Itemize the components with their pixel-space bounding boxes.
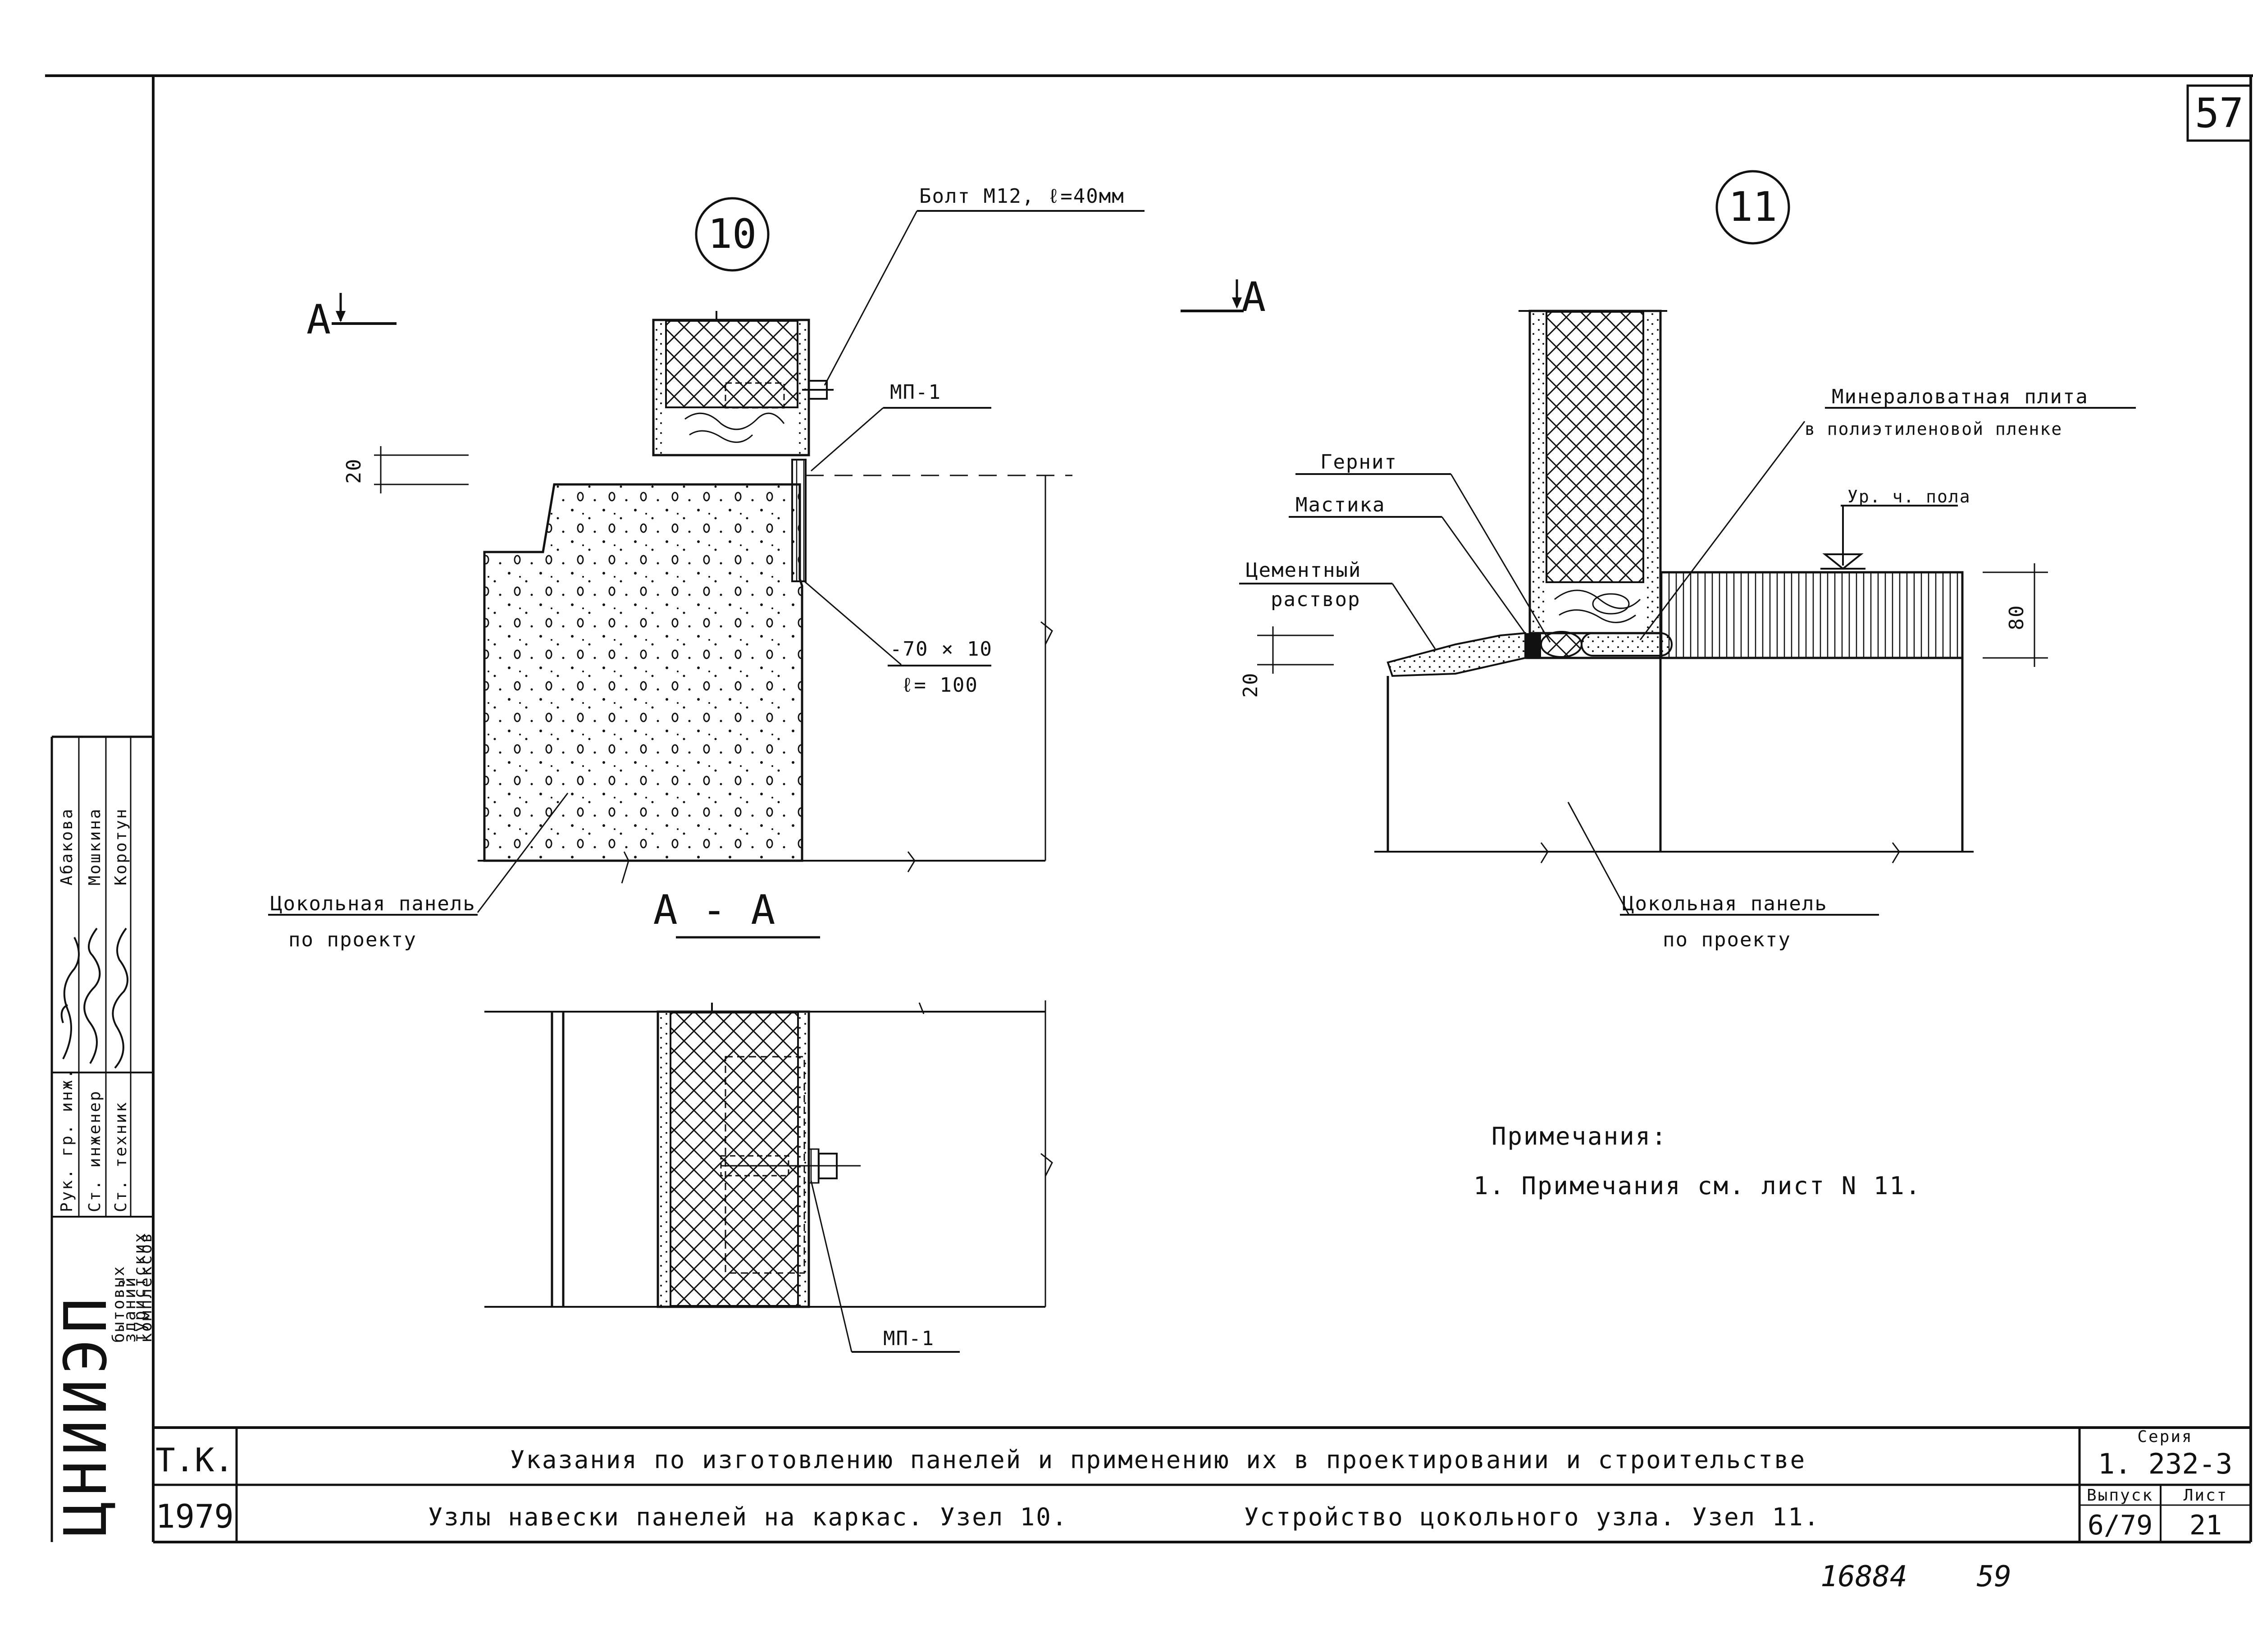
node-10-dim-20: 20 bbox=[342, 458, 365, 484]
node-11-section-mark: А bbox=[1241, 274, 1266, 321]
node-11-mineral-label-1: Минераловатная плита bbox=[1832, 385, 2089, 408]
sheet-number: 57 bbox=[2195, 90, 2244, 137]
stamp-dept-1: бытовых bbox=[109, 1265, 128, 1343]
node-10: 10 А Болт М12, ℓ=40мм МП-1 20 bbox=[268, 185, 1145, 1353]
section-a-a-title: А - А bbox=[653, 886, 775, 934]
sheet-value: 21 bbox=[2189, 1510, 2222, 1541]
stamp-org: ЦНИИЭП bbox=[51, 1292, 120, 1537]
node-10-strip-length: ℓ= 100 bbox=[901, 674, 978, 697]
node-10-bolt-label: Болт М12, ℓ=40мм bbox=[919, 185, 1125, 208]
node-11-mark: 11 bbox=[1729, 183, 1777, 231]
title-tk: Т.К. bbox=[155, 1441, 233, 1479]
node-11-panel-label-1: Цокольная панель bbox=[1622, 892, 1828, 915]
issue-label: Выпуск bbox=[2087, 1486, 2153, 1505]
node-10-section-mark: А bbox=[306, 296, 331, 343]
node-11-mastic-label: Мастика bbox=[1295, 493, 1385, 516]
title-year: 1979 bbox=[155, 1497, 233, 1535]
notes-item-1: 1. Примечания см. лист N 11. bbox=[1473, 1172, 1921, 1200]
node-11-dim-20: 20 bbox=[1239, 672, 1262, 698]
node-11-gernit-label: Гернит bbox=[1320, 451, 1397, 474]
series-label: Серия bbox=[2137, 1428, 2193, 1446]
node-11-floor-label: Ур. ч. пола bbox=[1847, 487, 1971, 507]
node-10-panel-label-1: Цокольная панель bbox=[270, 892, 476, 915]
sheet-frame bbox=[45, 74, 2253, 1543]
footer-numbers: 16884 59 bbox=[1820, 1560, 2011, 1593]
node-10-plate-label: МП-1 bbox=[890, 381, 941, 404]
node-11-cement-label-1: Цементный bbox=[1246, 559, 1361, 582]
node-11-dim-80: 80 bbox=[2005, 605, 2028, 630]
signature-3 bbox=[112, 927, 128, 1069]
node-10-strip-size: -70 × 10 bbox=[890, 638, 993, 661]
node-11: 11 А Минераловатная bbox=[1181, 170, 2136, 951]
title-block: Т.К. 1979 Указания по изготовлению панел… bbox=[153, 1426, 2251, 1542]
stamp-role-3: Ст. техник bbox=[112, 1101, 130, 1212]
node-11-cement-label-2: раствор bbox=[1271, 588, 1360, 611]
node-10-mark: 10 bbox=[708, 210, 757, 258]
title-row-2-a: Узлы навески панелей на каркас. Узел 10. bbox=[428, 1503, 1068, 1531]
title-row-2-b: Устройство цокольного узла. Узел 11. bbox=[1244, 1503, 1820, 1531]
node-10-plate-label-2: МП-1 bbox=[883, 1327, 935, 1350]
node-11-panel-label-2: по проекту bbox=[1663, 928, 1791, 951]
issue-value: 6/79 bbox=[2088, 1510, 2153, 1541]
stamp-role-2: Ст. инженер bbox=[86, 1090, 104, 1212]
sheet-label: Лист bbox=[2184, 1486, 2228, 1505]
node-11-mark-circle bbox=[1715, 170, 1790, 245]
stamp-name-3: Коротун bbox=[112, 808, 130, 885]
stamp-dept-3: туристских bbox=[131, 1232, 149, 1343]
stamp-role-1: Рук. гр. инж. bbox=[58, 1068, 76, 1212]
series-value: 1. 232-3 bbox=[2098, 1447, 2233, 1480]
stamp-dept-2: зданий bbox=[121, 1276, 139, 1343]
signature-2 bbox=[83, 927, 101, 1064]
node-10-panel-label-2: по проекту bbox=[288, 928, 417, 951]
node-10-mark-circle bbox=[695, 197, 770, 272]
stamp-dept-4: комплексов bbox=[137, 1232, 155, 1343]
signature-1 bbox=[60, 937, 80, 1059]
left-stamp: ЦНИИЭП бытовых зданий туристских комплек… bbox=[50, 735, 155, 1542]
notes-title: Примечания: bbox=[1491, 1122, 1668, 1150]
stamp-name-2: Мошкина bbox=[86, 808, 104, 885]
title-row-1: Указания по изготовлению панелей и приме… bbox=[510, 1446, 1806, 1474]
node-11-mineral-label-2: в полиэтиленовой пленке bbox=[1805, 419, 2062, 439]
notes: Примечания: 1. Примечания см. лист N 11. bbox=[1473, 1122, 1921, 1200]
stamp-name-1: Абакова bbox=[58, 808, 76, 885]
